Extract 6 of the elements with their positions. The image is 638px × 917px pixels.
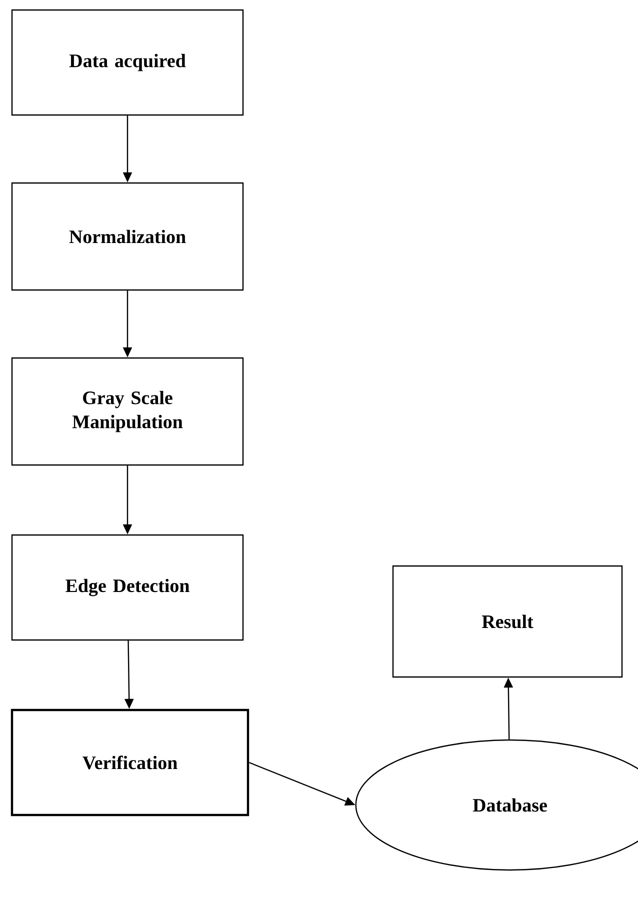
process-box: Edge Detection [11, 534, 244, 641]
process-box: Normalization [11, 182, 244, 291]
process-box: Verification [10, 708, 250, 816]
process-box: Data acquired [11, 9, 244, 116]
process-box: Result [392, 565, 623, 678]
process-box: Gray Scale Manipulation [11, 357, 244, 466]
